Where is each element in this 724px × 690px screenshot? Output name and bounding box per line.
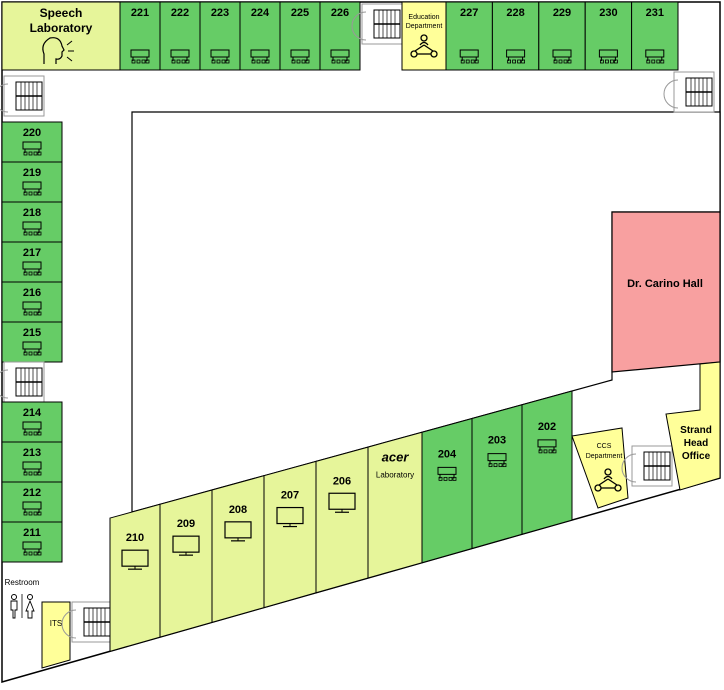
room-number: 214	[23, 407, 42, 419]
room-206[interactable]: 206	[315, 446, 369, 594]
room-214[interactable]: 214	[1, 401, 63, 443]
room-208[interactable]: 208	[211, 475, 265, 623]
ccs-line1: CCS	[597, 443, 612, 450]
room-204[interactable]: 204	[421, 417, 473, 564]
room-227[interactable]: 227	[445, 1, 493, 71]
room-221[interactable]: 221	[119, 1, 161, 71]
room-number: 230	[599, 7, 617, 19]
room-number: 216	[23, 287, 41, 299]
staircase-upper-left	[0, 75, 45, 117]
room-number: 202	[538, 421, 556, 433]
room-number: 226	[331, 7, 349, 19]
room-223[interactable]: 223	[199, 1, 241, 71]
education-department[interactable]: Education Department	[401, 1, 447, 71]
room-202[interactable]: 202	[521, 390, 573, 535]
room-210[interactable]: 210	[109, 503, 161, 652]
edu-dept-line1: Education	[408, 14, 439, 21]
room-231[interactable]: 231	[631, 1, 679, 71]
hall-label: Dr. Carino Hall	[627, 278, 703, 290]
strand-line2: Head	[684, 438, 708, 449]
room-222[interactable]: 222	[159, 1, 201, 71]
restroom-label: Restroom	[5, 578, 40, 587]
acer-lab-label: Laboratory	[376, 471, 414, 480]
room-number: 227	[460, 7, 478, 19]
restroom-icon	[10, 594, 35, 619]
room-225[interactable]: 225	[279, 1, 321, 71]
room-229[interactable]: 229	[538, 1, 586, 71]
room-number: 207	[281, 490, 299, 502]
room-217[interactable]: 217	[1, 241, 63, 283]
acer-logo: acer	[382, 450, 410, 465]
room-212[interactable]: 212	[1, 481, 63, 523]
speech-lab-line1: Speech	[40, 6, 83, 20]
room-number: 224	[251, 7, 270, 19]
speech-laboratory[interactable]: Speech Laboratory	[1, 1, 121, 71]
room-203[interactable]: 203	[471, 404, 523, 550]
room-226[interactable]: 226	[319, 1, 361, 71]
room-211[interactable]: 211	[1, 521, 63, 563]
speaking-head-icon	[42, 37, 74, 64]
staircase-left-middle	[0, 361, 45, 403]
room-215[interactable]: 215	[1, 321, 63, 363]
strand-line1: Strand	[680, 425, 712, 436]
room-number: 228	[506, 7, 524, 19]
ccs-department[interactable]: CCS Department	[571, 427, 629, 509]
room-228[interactable]: 228	[491, 1, 540, 71]
strand-head-office[interactable]: Strand Head Office	[665, 361, 721, 491]
room-219[interactable]: 219	[1, 161, 63, 203]
room-number: 221	[131, 7, 149, 19]
edu-dept-line2: Department	[406, 23, 443, 30]
room-number: 211	[23, 527, 41, 539]
room-number: 215	[23, 327, 41, 339]
room-number: 209	[177, 518, 195, 530]
restroom[interactable]: Restroom	[5, 578, 40, 619]
room-209[interactable]: 209	[159, 489, 213, 638]
room-number: 229	[553, 7, 571, 19]
speech-lab-line2: Laboratory	[30, 21, 93, 35]
room-216[interactable]: 216	[1, 281, 63, 323]
room-number: 206	[333, 475, 351, 487]
room-213[interactable]: 213	[1, 441, 63, 483]
room-number: 223	[211, 7, 229, 19]
room-number: 212	[23, 487, 41, 499]
room-number: 218	[23, 207, 41, 219]
room-number: 220	[23, 127, 41, 139]
room-number: 208	[229, 504, 247, 516]
its-label: ITS	[50, 619, 62, 628]
room-number: 204	[438, 448, 457, 460]
room-number: 217	[23, 247, 41, 259]
room-number: 231	[646, 7, 664, 19]
room-number: 225	[291, 7, 309, 19]
room-number: 219	[23, 167, 41, 179]
room-230[interactable]: 230	[584, 1, 633, 71]
room-number: 210	[126, 532, 144, 544]
room-218[interactable]: 218	[1, 201, 63, 243]
room-207[interactable]: 207	[263, 460, 317, 609]
room-220[interactable]: 220	[1, 121, 63, 163]
room-number: 222	[171, 7, 189, 19]
room-number: 213	[23, 447, 41, 459]
strand-line3: Office	[682, 451, 711, 462]
its-office[interactable]: ITS	[41, 601, 71, 669]
dr-carino-hall[interactable]: Dr. Carino Hall	[611, 211, 721, 373]
ccs-line2: Department	[586, 453, 623, 460]
room-224[interactable]: 224	[239, 1, 281, 71]
room-number: 203	[488, 435, 506, 447]
